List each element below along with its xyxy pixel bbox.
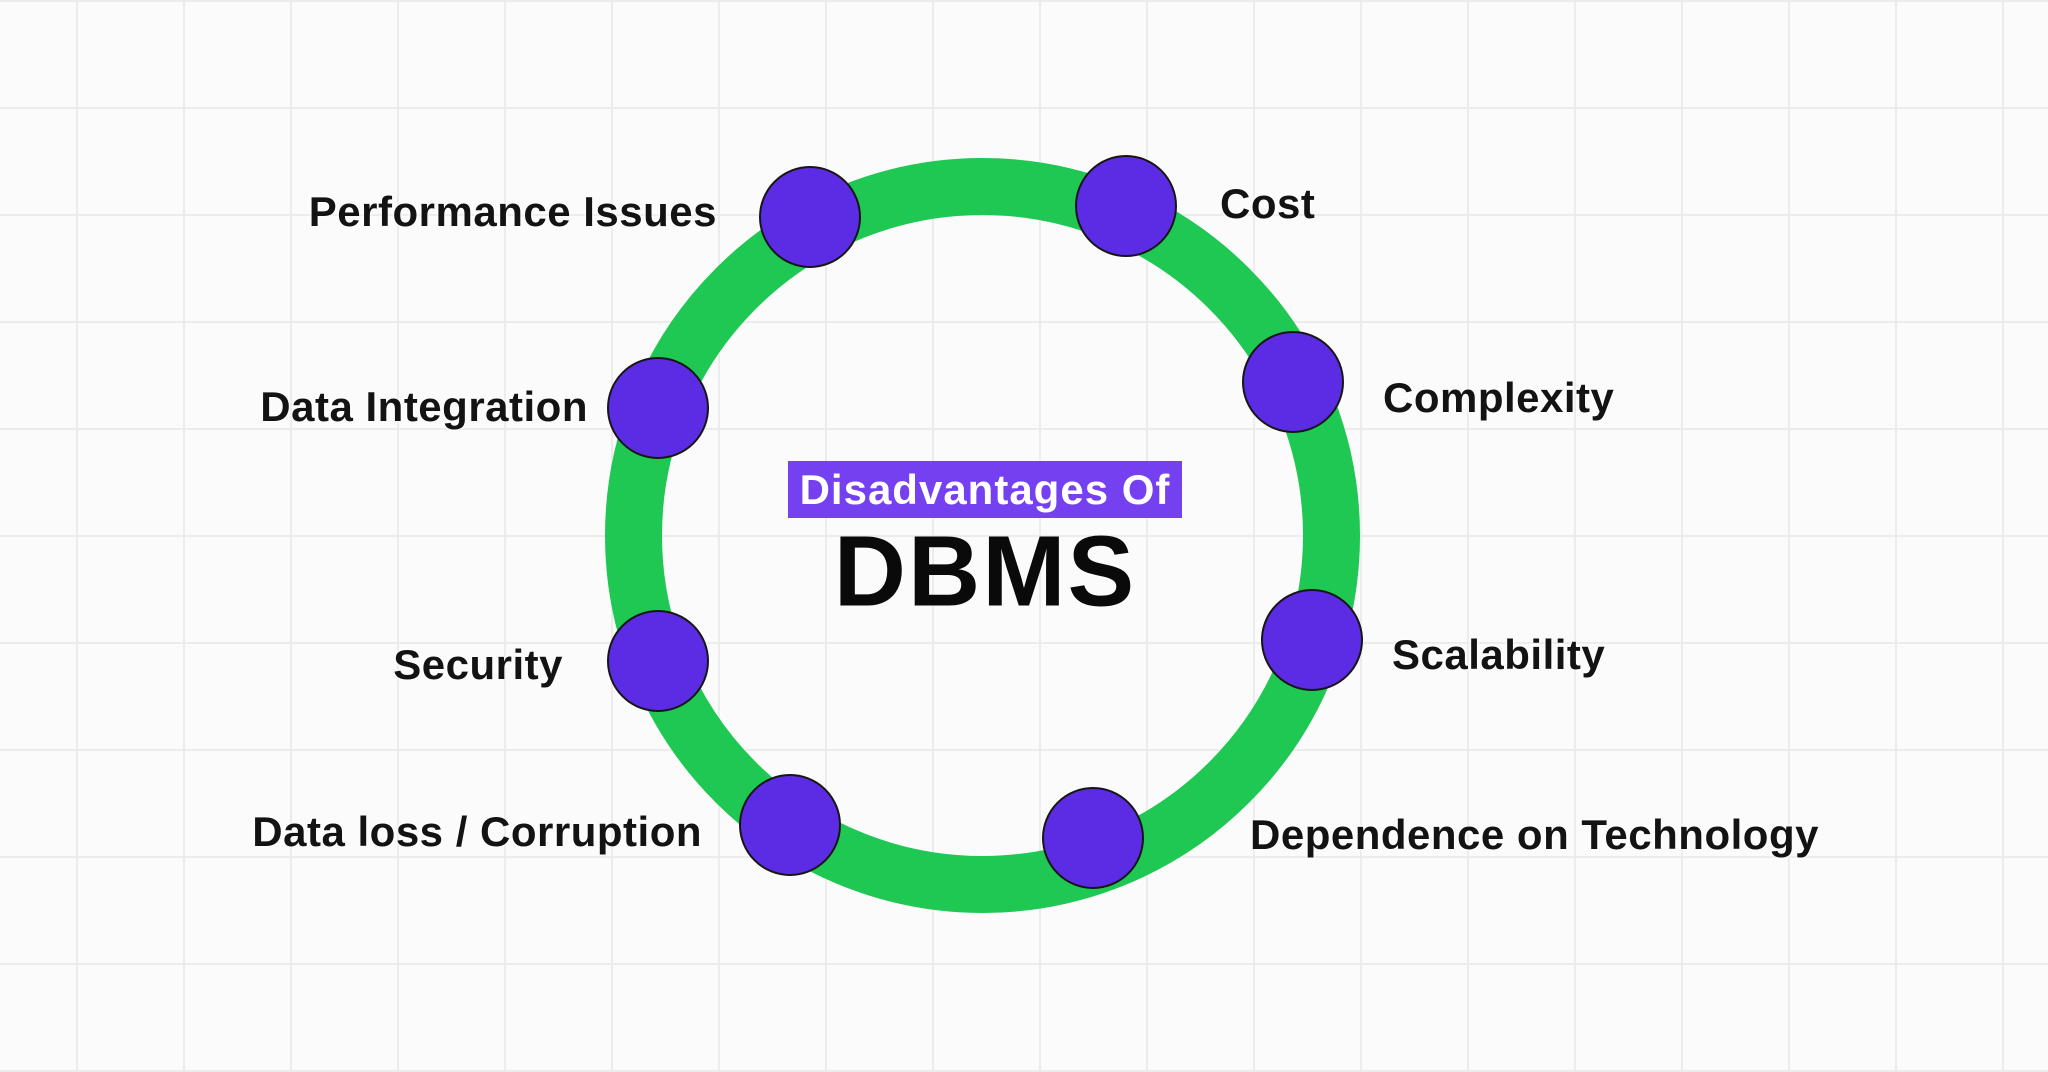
label-complexity: Complexity: [1383, 374, 1615, 421]
node-complexity: [1242, 331, 1344, 433]
label-dependence-on-technology: Dependence on Technology: [1250, 811, 1819, 858]
label-security: Security: [393, 641, 563, 688]
label-data-integration: Data Integration: [260, 383, 588, 430]
title-badge-text: Disadvantages Of: [799, 465, 1171, 513]
label-performance-issues: Performance Issues: [308, 188, 717, 235]
node-data-integration: [607, 357, 709, 459]
node-dependence-on-technology: [1042, 787, 1144, 889]
node-security: [607, 610, 709, 712]
label-data-loss-corruption: Data loss / Corruption: [252, 808, 702, 855]
node-scalability: [1261, 589, 1363, 691]
title-badge: Disadvantages Of: [788, 461, 1182, 518]
node-performance-issues: [759, 166, 861, 268]
node-cost: [1075, 155, 1177, 257]
node-data-loss-corruption: [739, 774, 841, 876]
label-cost: Cost: [1220, 180, 1316, 227]
main-title: DBMS: [833, 515, 1137, 628]
label-scalability: Scalability: [1392, 631, 1606, 678]
